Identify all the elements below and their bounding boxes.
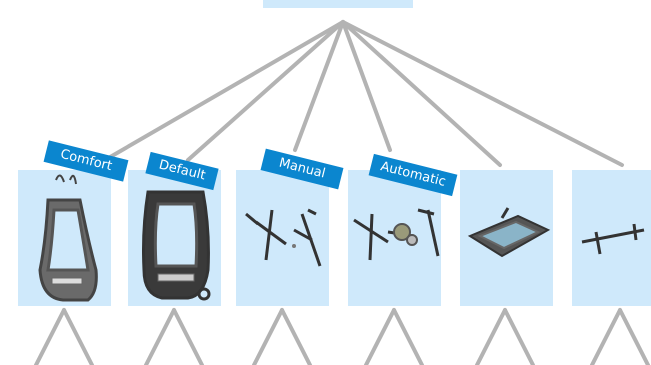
default-seat-frame-icon [142,190,211,301]
child-branch-line [34,308,66,365]
card-default [128,170,221,306]
connector-line [341,20,392,152]
connector-line [186,20,345,162]
connector-line [341,20,502,167]
manual-adjuster-rails-icon [245,208,322,267]
card-seat-pan [460,170,553,306]
connector-line [341,20,624,167]
child-branch-line [590,308,622,365]
card-comfort [18,170,111,306]
connector-line [103,20,345,162]
root-node [263,0,413,8]
child-branch-line [144,308,176,365]
seat-cushion-pan-icon [467,207,551,258]
child-branch-line [252,308,284,365]
child-branch-line [364,308,396,365]
automatic-adjuster-motor-icon [353,208,440,261]
card-automatic [348,170,441,306]
child-branch-line [280,308,312,365]
child-branch-line [172,308,204,365]
card-manual [236,170,329,306]
card-seat-rail [572,170,651,306]
child-branch-line [475,308,507,365]
child-branch-line [392,308,424,365]
child-branch-line [503,308,535,365]
seat-rail-bar-icon [581,223,645,255]
child-branch-line [618,308,650,365]
child-branch-line [62,308,94,365]
connector-line [293,20,345,152]
comfort-seat-frame-icon [38,174,98,302]
